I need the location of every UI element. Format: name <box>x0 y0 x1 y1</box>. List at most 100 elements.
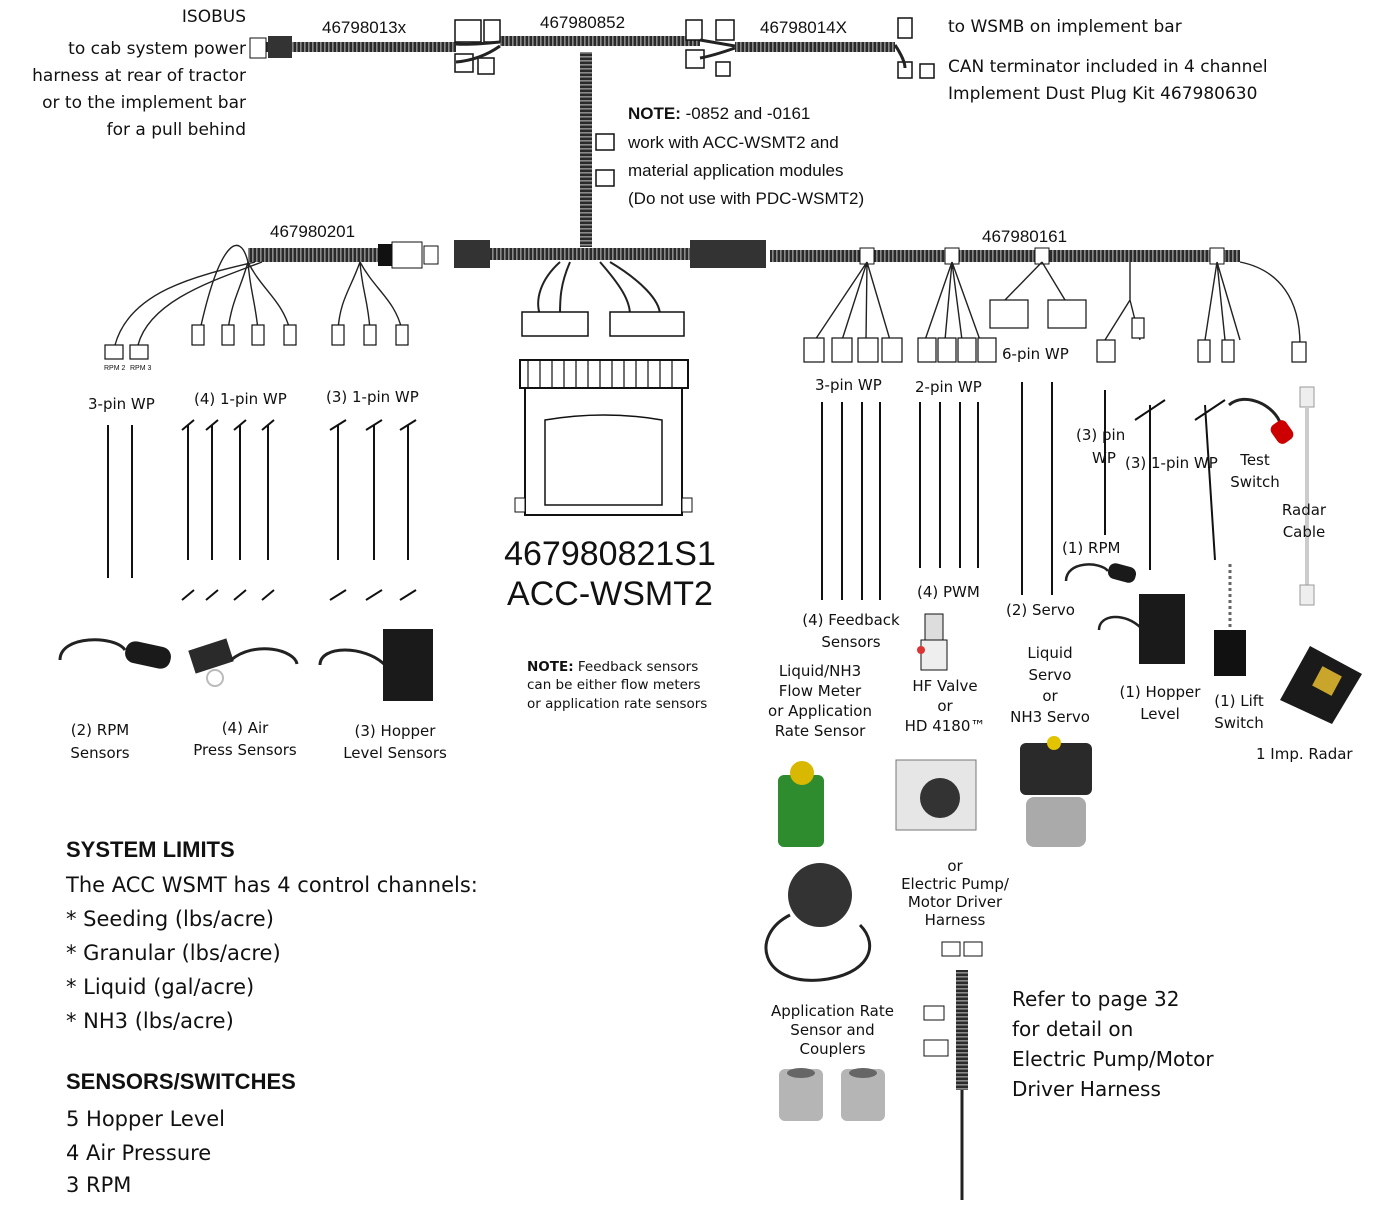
sensor-a-line1: (2) RPM <box>70 721 130 739</box>
harness-center-label: 467980852 <box>540 13 626 32</box>
sensors-item-1: 5 Hopper Level <box>66 1107 225 1131</box>
fb-count-line2: Sensors <box>821 633 881 651</box>
rpm-pin-line2: WP <box>1092 449 1116 467</box>
note-top-line2: work with ACC-WSMT2 and <box>628 133 839 152</box>
rpm-count-label: (1) RPM <box>1062 539 1121 557</box>
harness-161-label: 467980161 <box>982 227 1068 246</box>
sensor-b-line1: (4) Air <box>221 719 269 737</box>
fb-pin-label: 3-pin WP <box>815 376 882 394</box>
sensor-c-line2: Level Sensors <box>343 744 447 762</box>
radar-label: 1 Imp. Radar <box>1256 745 1353 763</box>
flow-meter-line1: Liquid/NH3 <box>778 662 862 680</box>
servo-line2: Servo <box>1028 666 1072 684</box>
note-top-line3: material application modules <box>628 161 844 180</box>
pump-line3: Motor Driver <box>907 893 1003 911</box>
hopper-sensor-image <box>315 625 440 705</box>
trunk-harness <box>580 52 592 247</box>
note-top-text: -0852 and -0161 <box>680 104 811 123</box>
note-fb-line2: can be either flow meters <box>527 677 701 693</box>
left-group-b-label: (4) 1-pin WP <box>194 390 287 408</box>
refer-line2: for detail on <box>1012 1017 1134 1041</box>
servo-line1: Liquid <box>1027 644 1073 662</box>
left-jumpers <box>107 419 417 601</box>
isobus-desc-4: for a pull behind <box>106 120 246 140</box>
system-limits-item-4: * NH3 (lbs/acre) <box>66 1009 234 1033</box>
rpm-sensor-image <box>55 630 175 690</box>
note-fb-bold: NOTE: <box>527 659 574 675</box>
note-fb-line3: or application rate sensors <box>527 696 708 712</box>
rpm-pin-line1: (3) pin <box>1076 426 1126 444</box>
system-limits-item-3: * Liquid (gal/acre) <box>66 975 255 999</box>
isobus-desc-3: or to the implement bar <box>42 93 246 113</box>
harness-left-label: 46798013x <box>322 18 407 37</box>
liquid-servo-image <box>1010 735 1105 855</box>
fb-count-line1: (4) Feedback <box>802 611 900 629</box>
harness-201-label: 467980201 <box>270 222 356 241</box>
refer-line3: Electric Pump/Motor <box>1012 1047 1214 1071</box>
lift-line2: Switch <box>1214 714 1264 732</box>
system-limits-item-1: * Seeding (lbs/acre) <box>66 907 274 931</box>
hf-valve-line2: or <box>937 697 953 715</box>
note-fb-text: Feedback sensors <box>573 659 699 675</box>
sensors-item-3: 3 RPM <box>66 1173 132 1197</box>
app-rate-line3: Couplers <box>799 1040 866 1058</box>
radar-cable-line1: Radar <box>1281 501 1327 519</box>
lift-line1: (1) Lift <box>1214 692 1264 710</box>
hopper-level-small-image <box>1095 590 1190 670</box>
test-switch-line2: Switch <box>1230 473 1280 491</box>
lower-harness <box>248 240 1240 269</box>
refer-line4: Driver Harness <box>1012 1077 1161 1101</box>
refer-line1: Refer to page 32 <box>1012 987 1180 1011</box>
module-name: ACC-WSMT2 <box>507 575 713 613</box>
app-rate-sensor-image <box>740 855 890 995</box>
pump-driver-image <box>888 750 988 840</box>
driver-harness-image <box>920 940 1000 1204</box>
radar-image <box>1270 640 1370 730</box>
isobus-desc-1: to cab system power <box>68 39 246 59</box>
note-top-line1: NOTE: -0852 and -0161 <box>628 104 810 123</box>
pump-line4: Harness <box>924 911 986 929</box>
sensors-item-2: 4 Air Pressure <box>66 1141 212 1165</box>
servo-line4: NH3 Servo <box>1010 708 1090 726</box>
rpm-sensor-small-image <box>1060 555 1140 595</box>
servo-pin-label: 6-pin WP <box>1002 345 1069 363</box>
wsmb-label: to WSMB on implement bar <box>948 17 1182 37</box>
system-limits-item-2: * Granular (lbs/acre) <box>66 941 281 965</box>
note-top-line4: (Do not use with PDC-WSMT2) <box>628 189 865 208</box>
system-limits-intro: The ACC WSMT has 4 control channels: <box>66 873 478 897</box>
lift-switch-image <box>1208 560 1253 680</box>
right-fan <box>814 261 1301 346</box>
servo-line3: or <box>1042 687 1058 705</box>
pwm-count-label: (4) PWM <box>917 583 980 601</box>
test-switch-line1: Test <box>1240 451 1270 469</box>
can-terminator-2: Implement Dust Plug Kit 467980630 <box>948 84 1258 104</box>
flow-meter-line4: Rate Sensor <box>774 722 866 740</box>
note-fb-line1: NOTE: Feedback sensors <box>527 659 699 675</box>
left-group-c-label: (3) 1-pin WP <box>326 388 419 406</box>
hopper-line1: (1) Hopper <box>1119 683 1201 701</box>
module-part-number: 467980821S1 <box>504 535 716 573</box>
system-limits-title: SYSTEM LIMITS <box>66 837 235 862</box>
left-fan <box>114 244 403 346</box>
air-press-sensor-image <box>185 630 305 690</box>
app-rate-line1: Application Rate <box>771 1002 894 1020</box>
test-switch-image <box>1225 395 1295 445</box>
sensor-b-line2: Press Sensors <box>193 741 297 759</box>
left-group-a-label: 3-pin WP <box>88 395 155 413</box>
servo-count-label: (2) Servo <box>1006 601 1075 619</box>
rpm-tag-2: RPM 2 <box>104 365 126 372</box>
flow-meter-line2: Flow Meter <box>778 682 862 700</box>
hf-valve-line1: HF Valve <box>912 677 978 695</box>
top-harness <box>249 17 935 79</box>
harness-right-label: 46798014X <box>760 18 847 37</box>
sensor-a-line2: Sensors <box>70 744 130 762</box>
isobus-desc-2: harness at rear of tractor <box>32 66 246 86</box>
couplers-image <box>775 1065 895 1125</box>
rpm-tag-3: RPM 3 <box>130 365 152 372</box>
green-flow-meter-image <box>772 755 832 850</box>
hf-valve-line3: HD 4180™ <box>904 717 986 735</box>
pump-line2: Electric Pump/ <box>901 875 1009 893</box>
isobus-label: ISOBUS <box>181 7 246 27</box>
hopper-line2: Level <box>1140 705 1180 723</box>
